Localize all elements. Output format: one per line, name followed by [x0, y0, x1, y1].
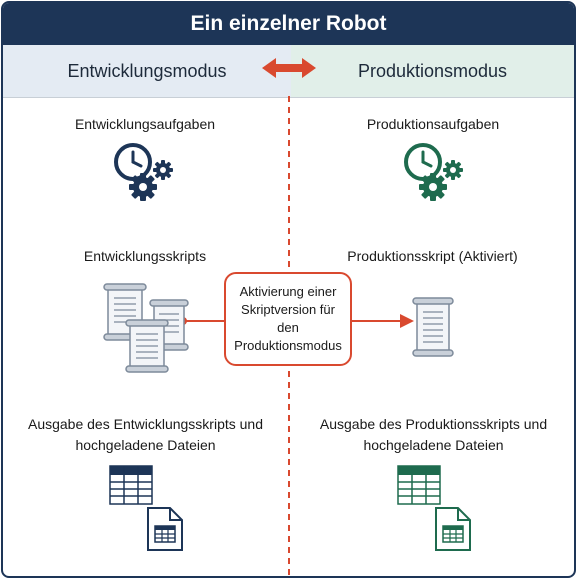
production-mode-header: Produktionsmodus	[291, 45, 574, 97]
production-output-label: Ausgabe des Produktionsskripts und hochg…	[296, 414, 571, 456]
production-scripts-label: Produktionsskript (Aktiviert)	[347, 248, 518, 264]
activation-line2: Skriptversion für	[241, 302, 335, 317]
production-output-label-line2: hochgeladene Dateien	[363, 437, 504, 453]
development-tasks-label: Entwicklungsaufgaben	[74, 116, 216, 132]
activation-line1: Aktivierung einer	[239, 284, 337, 299]
script-scrolls-icon	[103, 283, 189, 373]
table-file-icon	[109, 465, 183, 551]
production-tasks-label: Produktionsaufgaben	[366, 116, 500, 132]
development-output-label: Ausgabe des Entwicklungsskripts und hoch…	[8, 414, 283, 456]
bidirectional-arrow-icon	[262, 58, 316, 78]
development-output-label-line2: hochgeladene Dateien	[75, 437, 216, 453]
development-output-label-line1: Ausgabe des Entwicklungsskripts und	[27, 416, 264, 432]
activation-box: Aktivierung einer Skriptversion für den …	[224, 272, 352, 366]
production-output-label-line1: Ausgabe des Produktionsskripts und	[319, 416, 548, 432]
script-scroll-icon	[412, 297, 454, 357]
table-file-icon	[397, 465, 471, 551]
clock-gears-icon	[404, 143, 463, 201]
activation-line4: Produktionsmodus	[234, 338, 342, 353]
development-scripts-label: Entwicklungsskripts	[83, 248, 207, 264]
right-connector-arrow	[352, 314, 414, 328]
activation-line3: den	[277, 320, 299, 335]
clock-gears-icon	[114, 143, 173, 201]
diagram-title: Ein einzelner Robot	[3, 3, 574, 45]
development-mode-header: Entwicklungsmodus	[3, 45, 291, 97]
